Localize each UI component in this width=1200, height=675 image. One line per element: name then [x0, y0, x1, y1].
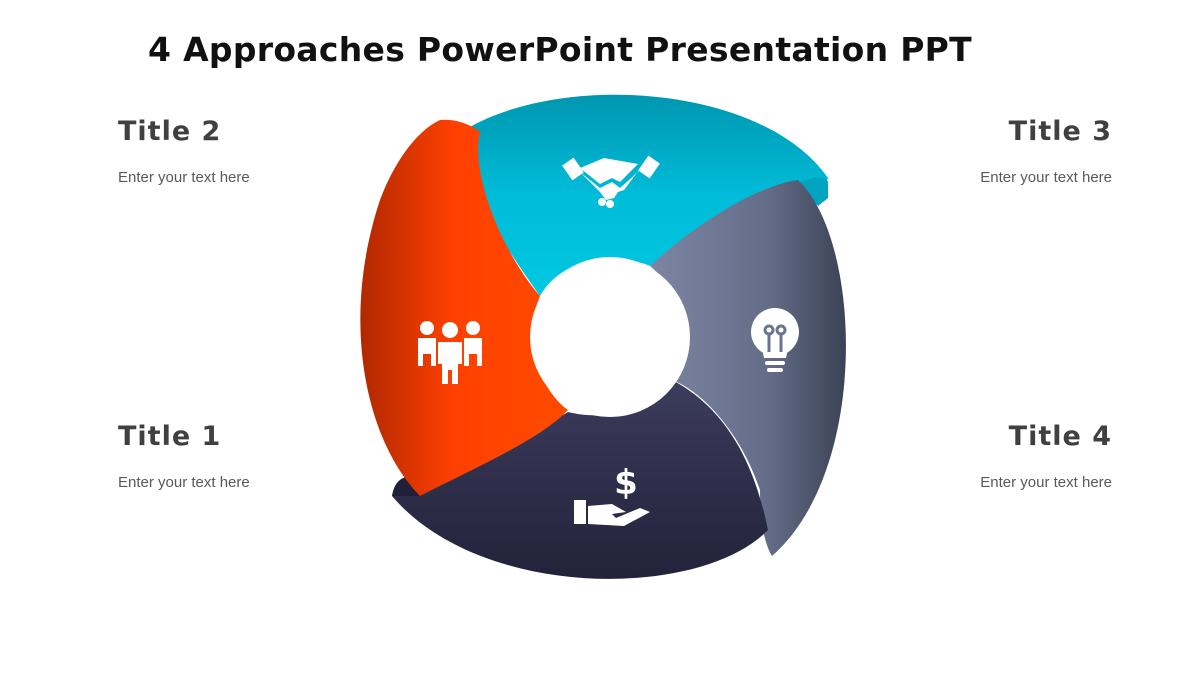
approach-2-block: Title 2 Enter your text here — [118, 116, 378, 186]
segment-team — [360, 119, 568, 496]
approach-4-block: Title 4 Enter your text here — [852, 421, 1112, 491]
segment-idea — [650, 180, 846, 556]
approach-2-text: Enter your text here — [118, 169, 250, 186]
approach-4-title: Title 4 — [1008, 421, 1112, 452]
approach-2-title: Title 2 — [118, 116, 222, 147]
approach-3-text: Enter your text here — [980, 169, 1112, 186]
slide-title: 4 Approaches PowerPoint Presentation PPT — [148, 30, 972, 69]
approach-3-title: Title 3 — [1008, 116, 1112, 147]
center-hole — [530, 257, 690, 417]
approach-4-text: Enter your text here — [980, 474, 1112, 491]
approach-1-title: Title 1 — [118, 421, 222, 452]
approach-3-block: Title 3 Enter your text here — [852, 116, 1112, 186]
svg-text:$: $ — [614, 463, 638, 503]
segment-finance — [392, 380, 768, 579]
segment-partnership-fold — [800, 177, 828, 206]
segment-partnership — [450, 94, 828, 296]
approach-1-block: Title 1 Enter your text here — [118, 421, 378, 491]
money-hand-icon: $ — [574, 463, 650, 526]
approach-1-text: Enter your text here — [118, 474, 250, 491]
handshake-icon — [562, 155, 660, 208]
team-icon — [418, 321, 482, 384]
lightbulb-icon — [751, 308, 799, 372]
